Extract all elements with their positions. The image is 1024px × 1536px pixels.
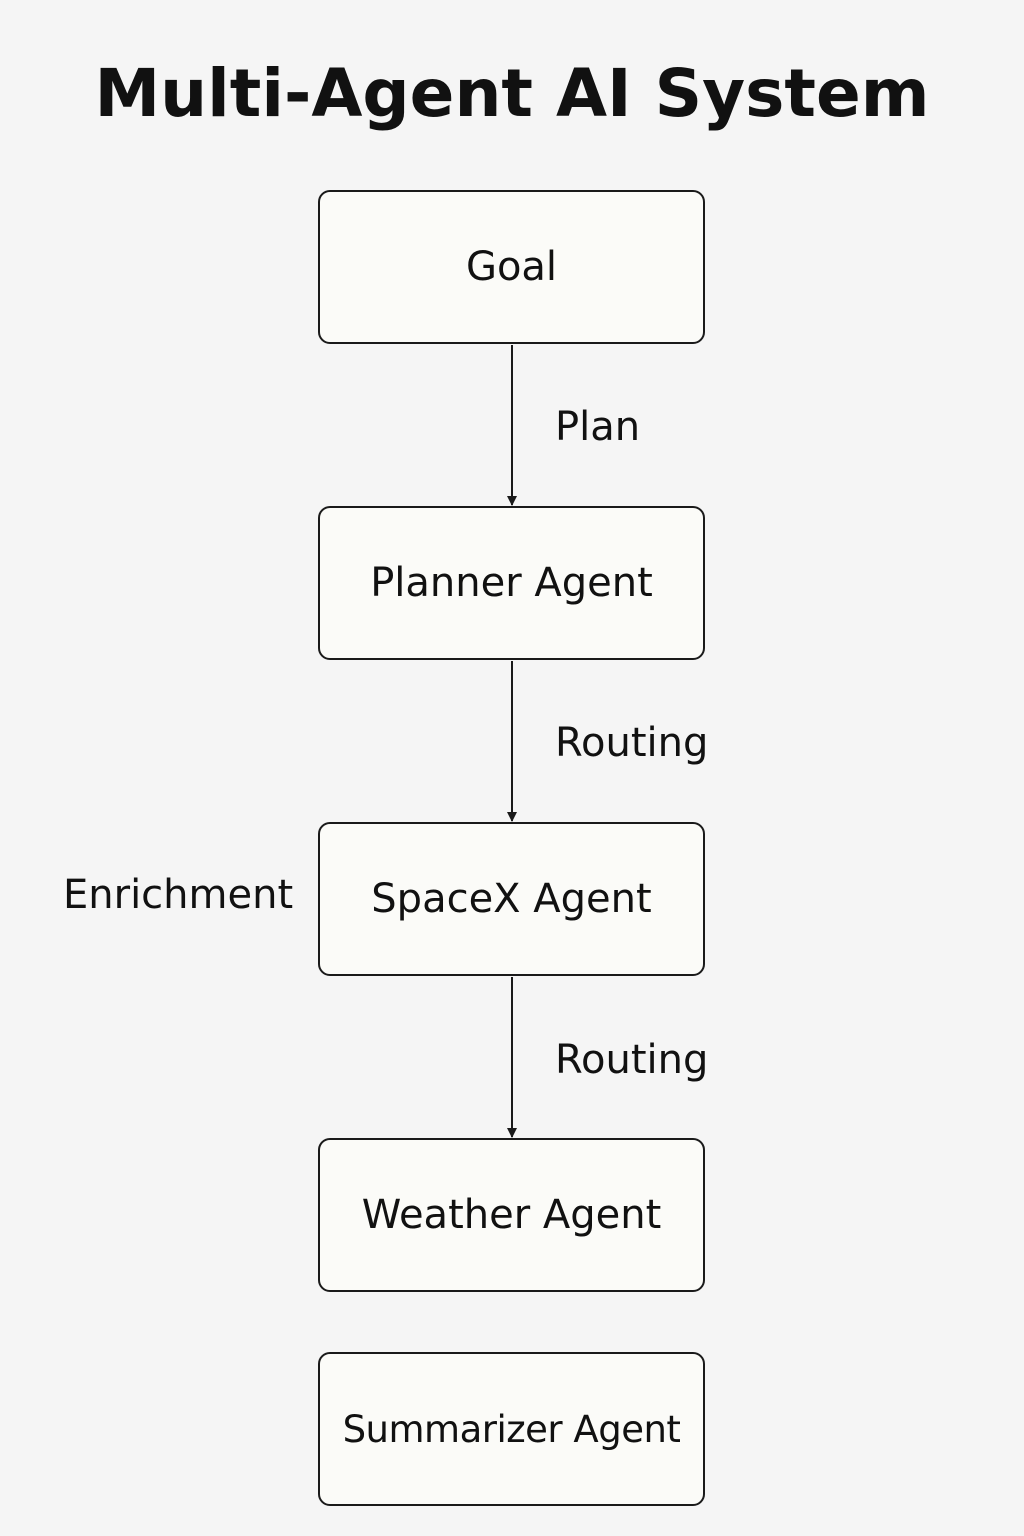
node-goal: Goal — [318, 190, 705, 344]
edge-label-plan: Plan — [555, 404, 641, 450]
node-summarizer-agent: Summarizer Agent — [318, 1352, 705, 1506]
node-spacex-agent: SpaceX Agent — [318, 822, 705, 976]
node-planner-agent: Planner Agent — [318, 506, 705, 660]
node-weather-agent: Weather Agent — [318, 1138, 705, 1292]
diagram-title: Multi-Agent AI System — [94, 55, 930, 132]
side-label-enrichment: Enrichment — [63, 872, 294, 918]
edge-label-routing-1: Routing — [555, 720, 709, 766]
edge-label-routing-2: Routing — [555, 1037, 709, 1083]
